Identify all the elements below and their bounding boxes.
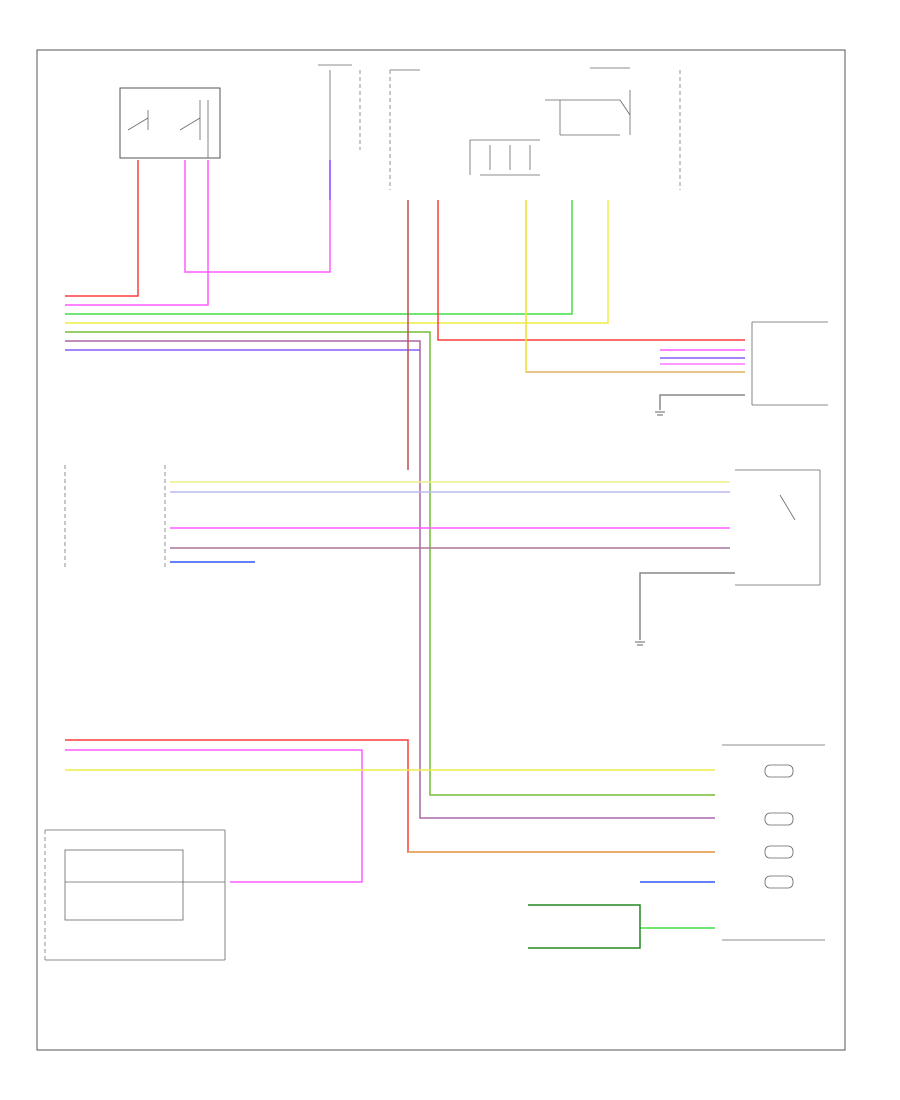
wire-orange-bus [65, 340, 715, 819]
fuse-relay-block-top-right [389, 67, 681, 190]
wire-red-1 [65, 160, 139, 297]
wire-green-bus [65, 200, 573, 315]
switch-module-left-middle [64, 465, 166, 570]
wire-ground-right [639, 572, 735, 640]
connector-block-right-top [751, 321, 828, 406]
wire-red-bottom [65, 739, 715, 853]
lamps-bottom-right [722, 744, 825, 941]
wire-pink-bottom [65, 749, 363, 883]
switch-module-top-left [119, 87, 221, 159]
wire-red-right [437, 200, 745, 341]
lamp-assembly-bottom-left [44, 829, 226, 961]
wire-dark-green-bottom [528, 904, 641, 949]
fuse-top-middle [318, 64, 361, 160]
wire-harness [65, 160, 745, 949]
switch-right-middle [735, 469, 821, 586]
wire-green-yellow-bus [65, 331, 715, 796]
diagram-border [36, 49, 846, 1051]
wire-orange-right [525, 200, 745, 373]
wire-yellow-bus [65, 200, 609, 324]
wire-ground-top-right [659, 394, 745, 410]
wire-pink-1 [65, 160, 209, 306]
ground-symbols [635, 411, 665, 646]
wire-red-2 [184, 160, 331, 273]
